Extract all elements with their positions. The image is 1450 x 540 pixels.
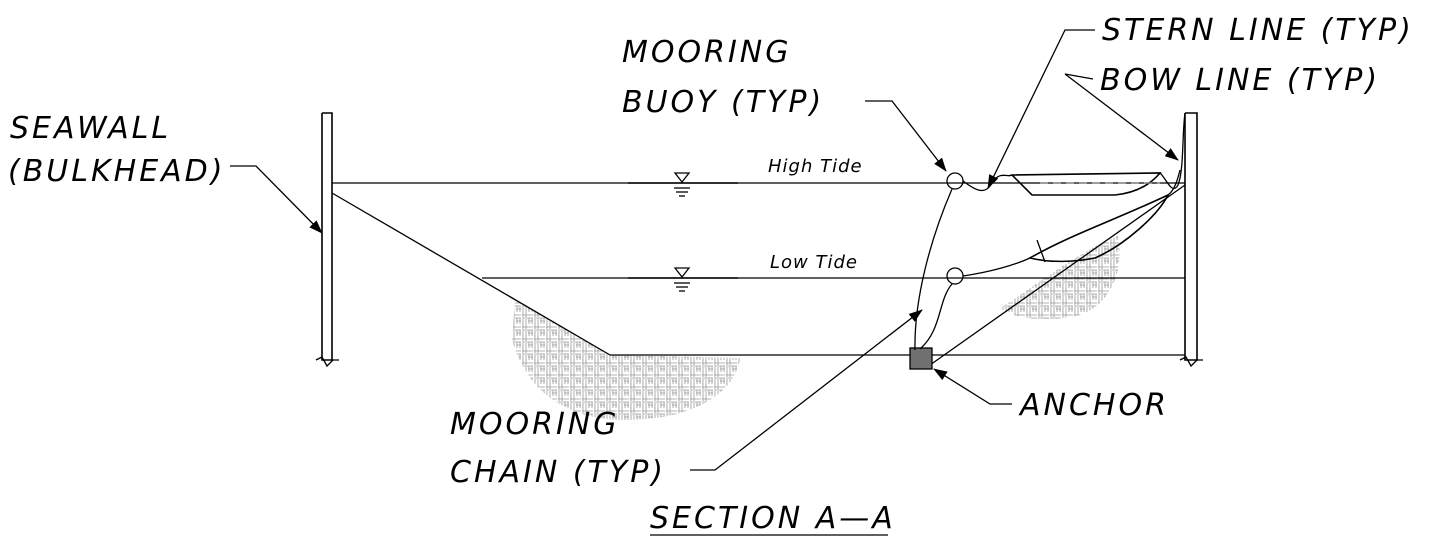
buoy-label-line2: BUOY (TYP)	[622, 85, 824, 120]
chain-label-line1: MOORING	[450, 407, 620, 442]
low-tide-label: Low Tide	[770, 252, 858, 273]
low-tide-stern-line	[962, 257, 1031, 277]
left-soil-hatch	[512, 300, 740, 420]
buoy-leader	[865, 100, 947, 172]
seawall-label-line2: (BULKHEAD)	[8, 154, 225, 189]
high-tide-label: High Tide	[768, 156, 863, 177]
high-tide-buoy	[946, 172, 964, 190]
bow-line-label: BOW LINE (TYP)	[1100, 63, 1380, 98]
anchor-label: ANCHOR	[1018, 388, 1169, 423]
stern-line-label: STERN LINE (TYP)	[1102, 13, 1414, 48]
low-tide-bow-line	[1167, 169, 1181, 196]
bow-line-leader	[1064, 73, 1179, 161]
right-seawall	[1179, 112, 1203, 368]
low-tide-water-symbol	[628, 267, 738, 292]
high-tide-bow-line	[1159, 112, 1186, 190]
buoy-label-line1: MOORING	[622, 35, 792, 70]
left-seawall	[315, 112, 339, 368]
low-tide-boat	[1027, 193, 1170, 263]
seawall-label-line1: SEAWALL	[10, 111, 171, 146]
chain-label-line2: CHAIN (TYP)	[450, 455, 666, 490]
section-caption: SECTION A—A	[650, 501, 896, 536]
chain-leader	[690, 309, 923, 471]
channel-bed	[331, 184, 1186, 366]
low-tide-buoy	[946, 267, 964, 285]
high-tide-boat	[1010, 172, 1162, 196]
high-tide-water-symbol	[628, 172, 738, 197]
seawall-leader	[230, 165, 323, 234]
anchor-block	[909, 347, 933, 370]
anchor-leader	[933, 368, 1012, 405]
stern-line-leader	[987, 29, 1095, 189]
low-tide-mooring-chain	[919, 283, 953, 350]
high-tide-mooring-chain	[914, 188, 953, 351]
